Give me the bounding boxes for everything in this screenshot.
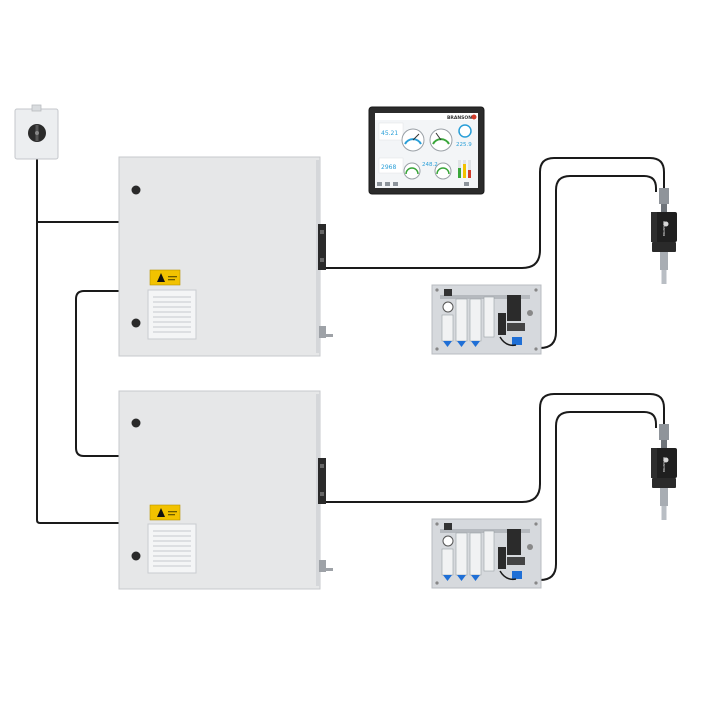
cable-switch-to-cabinets (36, 158, 119, 524)
side-connector (318, 224, 326, 270)
cable-pneumatic-1-to-actuator-1 (520, 175, 657, 349)
actuator-brand: BRANSON (662, 221, 666, 236)
cable-cabinet-2-to-actuator-2-outer (325, 393, 665, 503)
door-latch (131, 551, 141, 561)
gauge-icon (429, 128, 453, 152)
warning-triangle-icon (157, 508, 165, 517)
vent-grille-icon (147, 289, 197, 340)
actuator-brand: BRANSON (662, 457, 666, 472)
hmi-readout: 225.9 (456, 142, 472, 148)
pneumatic-panel-1 (431, 284, 542, 355)
hmi-touchscreen: BRANSON 45.21 225.9 2968 (368, 106, 485, 195)
door-latch (131, 418, 141, 428)
rotary-selector-icon (28, 124, 46, 142)
cable-pneumatic-2-to-actuator-2 (520, 411, 657, 581)
gauge-icon (434, 162, 452, 180)
side-handle (319, 560, 333, 572)
generator-cabinet-2 (118, 390, 333, 590)
warning-label (149, 269, 181, 286)
cable-cabinet-1-to-cabinet-2 (75, 290, 119, 457)
hmi-readout: 45.21 (381, 130, 398, 137)
gauge-icon (403, 162, 421, 180)
vent-grille-icon (147, 523, 197, 574)
cables (36, 157, 665, 581)
bar-indicator (458, 160, 471, 178)
door-latch (131, 318, 141, 328)
side-handle (319, 326, 333, 338)
selector-switch-box (14, 104, 59, 160)
warning-triangle-icon (157, 273, 165, 282)
gauge-icon (401, 128, 425, 152)
door-latch (131, 185, 141, 195)
cable-cabinet-1-to-actuator-1-outer (325, 157, 665, 269)
pneumatic-panel-2 (431, 518, 542, 589)
logo-icon (471, 114, 477, 120)
ultrasonic-actuator-2: BRANSON (651, 424, 677, 520)
generator-cabinet-1 (118, 156, 333, 357)
hmi-readout: 2968 (381, 164, 396, 171)
ultrasonic-actuator-1: BRANSON (651, 188, 677, 284)
side-connector (318, 458, 326, 504)
hmi-brand: BRANSON (447, 115, 472, 121)
gauge-icon (458, 124, 472, 138)
warning-label (149, 504, 181, 521)
hmi-readout: 248.2 (422, 162, 438, 168)
